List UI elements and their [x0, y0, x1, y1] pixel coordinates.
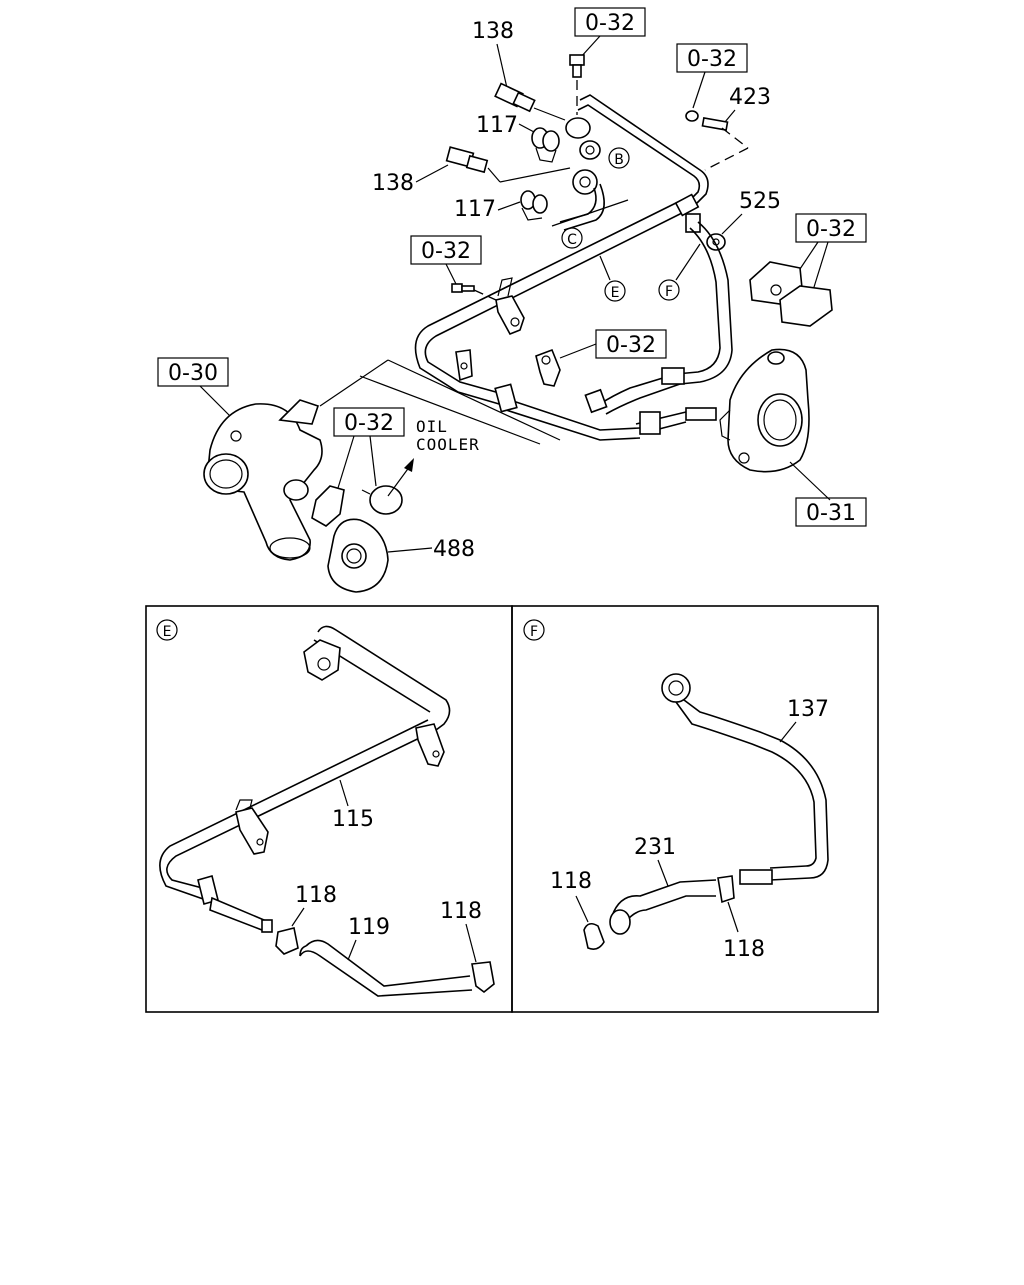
label-525: 525 [739, 189, 781, 214]
hose-231 [609, 879, 717, 935]
svg-text:E: E [611, 285, 620, 301]
clamp-118-right [471, 961, 495, 994]
pipe-115 [159, 625, 451, 933]
clamp-118-f-right [717, 875, 735, 904]
ref-box-0-32-top[interactable]: 0-32 [574, 7, 646, 37]
detail-f-marker [523, 619, 545, 641]
label-117-lower: 117 [454, 197, 496, 222]
ref-box-0-32-center[interactable]: 0-32 [595, 329, 667, 359]
pipe-f [584, 221, 733, 415]
svg-text:F: F [665, 284, 673, 300]
svg-text:0-30: 0-30 [168, 361, 218, 386]
svg-text:0-32: 0-32 [687, 47, 737, 72]
detail-e-marker [156, 619, 178, 641]
detail-e-label-118-left: 118 [295, 883, 337, 908]
pipe-upper-loop [579, 94, 709, 211]
label-138-upper: 138 [472, 19, 514, 44]
svg-text:0-32: 0-32 [606, 333, 656, 358]
svg-text:0-31: 0-31 [806, 501, 856, 526]
marker-f [658, 279, 680, 301]
svg-text:B: B [614, 152, 624, 168]
clip-bracket-right [749, 261, 833, 327]
gasket-117-upper [531, 127, 560, 163]
hose-clamp-round [361, 485, 403, 515]
svg-text:0-32: 0-32 [806, 217, 856, 242]
detail-f-label-231: 231 [634, 835, 676, 860]
arrow-oil-cooler [404, 458, 414, 472]
label-117-upper: 117 [476, 113, 518, 138]
label-423: 423 [729, 85, 771, 110]
label-oil: OIL [416, 417, 448, 436]
banjo-bolt-138-lower [445, 146, 489, 174]
hose-488 [327, 518, 389, 593]
pipe-137 [661, 673, 829, 885]
thermostat-housing-0-31 [719, 348, 810, 473]
ref-box-0-32-right[interactable]: 0-32 [795, 213, 867, 243]
clamp-center [535, 348, 561, 387]
water-outlet-0-30 [203, 399, 323, 561]
bolt-left [451, 283, 475, 293]
bolt-top [569, 54, 585, 78]
detail-e-label-119: 119 [348, 915, 390, 940]
banjo-fitting-c [572, 169, 598, 195]
hose-clamp-small [311, 485, 345, 527]
ref-box-0-30[interactable]: 0-30 [157, 357, 229, 387]
ref-box-0-32-lower[interactable]: 0-32 [333, 407, 405, 437]
pipe-e-main [414, 193, 701, 407]
ref-box-0-32-left[interactable]: 0-32 [410, 235, 482, 265]
stud-423 [701, 117, 729, 131]
detail-f-label-118-left: 118 [550, 869, 592, 894]
detail-e-label-118-right: 118 [440, 899, 482, 924]
marker-e [604, 280, 626, 302]
svg-text:C: C [567, 232, 577, 248]
detail-e-label-115: 115 [332, 807, 374, 832]
svg-text:0-32: 0-32 [585, 11, 635, 36]
detail-f-label-118-right: 118 [723, 937, 765, 962]
banjo-fitting-b [565, 117, 601, 160]
label-488: 488 [433, 537, 475, 562]
ref-box-0-31[interactable]: 0-31 [795, 497, 867, 527]
detail-f-label-137: 137 [787, 697, 829, 722]
svg-text:E: E [163, 624, 172, 640]
label-138-lower: 138 [372, 171, 414, 196]
hose-119 [299, 939, 473, 997]
banjo-bolt-138-upper [494, 82, 536, 113]
washer-525 [706, 233, 726, 251]
gasket-117-lower [520, 190, 548, 221]
detail-panel-f [511, 605, 879, 1013]
washer-small [685, 110, 699, 122]
marker-c [561, 227, 583, 249]
ref-box-0-32-right-top[interactable]: 0-32 [676, 43, 748, 73]
svg-text:0-32: 0-32 [344, 411, 394, 436]
marker-b [608, 147, 630, 169]
svg-text:F: F [530, 624, 538, 640]
clamp-118-f-left [583, 922, 605, 950]
svg-text:0-32: 0-32 [421, 239, 471, 264]
clamp-118-left [275, 927, 299, 955]
label-cooler: COOLER [416, 435, 480, 454]
